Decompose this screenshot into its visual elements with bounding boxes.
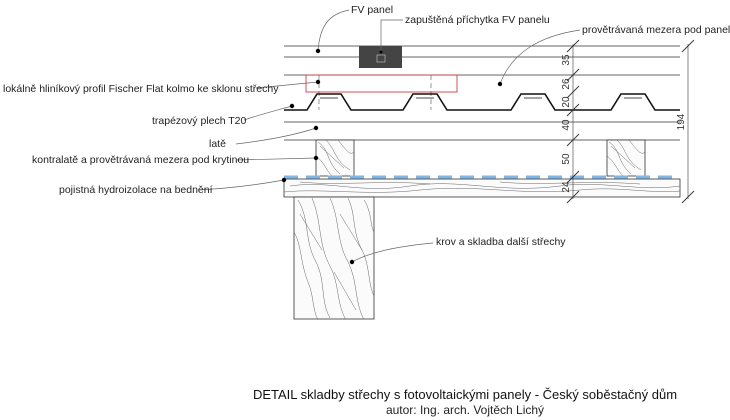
dimension-35: 35 [561,54,572,66]
diagram-author: autor: Ing. arch. Vojtěch Lichý [386,403,544,417]
leaders [197,9,581,265]
label-fv-panel: FV panel [351,4,393,16]
rafter [293,196,375,320]
dimension-40: 40 [561,119,572,131]
counter-batten-2 [606,139,646,177]
dimension-26: 26 [561,78,572,90]
dimension-total-194: 194 [676,113,687,130]
label-rafter: krov a skladba další střechy [436,236,566,248]
counter-batten-2-grain [607,140,645,176]
roof-boarding [283,178,681,198]
counter-batten-1 [315,139,355,177]
rafter-grain [294,197,374,319]
dimension-50: 50 [561,153,572,165]
trapezoidal-sheet [284,93,680,111]
dimension-20: 20 [561,96,572,108]
label-battens: latě [209,138,226,150]
label-air-gap: provětrávaná mezera pod panelem [582,24,730,36]
diagram-title: DETAIL skladby střechy s fotovoltaickými… [253,387,677,402]
roof-boarding-grain [284,181,680,193]
label-trapezoidal-sheet: trapézový plech T20 [152,115,247,127]
fv-panel-clip [359,46,402,68]
label-membrane: pojistná hydroizolace na bednění [59,184,213,196]
label-panel-clip: zapuštěná příchytka FV panelu [405,14,550,26]
dimension-24: 24 [561,181,572,193]
dimension-chain [566,39,695,204]
counter-batten-1-grain [316,140,354,176]
fv-panel-clip-slot [376,54,386,63]
label-alu-profile: lokálně hliníkový profil Fischer Flat ko… [3,83,279,95]
alu-profile [305,74,458,93]
label-counter-battens: kontralatě a provětrávaná mezera pod kry… [32,154,249,166]
